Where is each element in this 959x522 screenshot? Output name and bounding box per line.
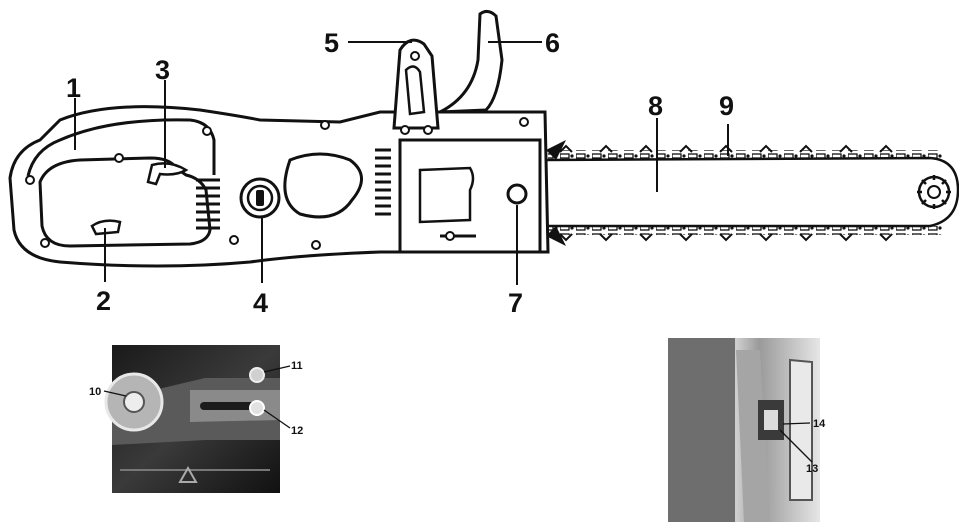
callout-11: 11 <box>291 360 303 372</box>
callout-13: 13 <box>806 463 818 475</box>
leader-lines <box>74 41 729 285</box>
callout-4: 4 <box>253 288 268 318</box>
callouts: 1 2 3 4 5 6 7 8 9 <box>66 28 734 318</box>
callout-6: 6 <box>545 28 560 58</box>
callout-7: 7 <box>508 288 523 318</box>
guide-bar <box>543 140 959 246</box>
nose-sprocket-icon <box>917 175 951 209</box>
callout-1: 1 <box>66 73 81 103</box>
callout-2: 2 <box>96 286 111 316</box>
callout-14: 14 <box>813 418 826 430</box>
callout-9: 9 <box>719 91 734 121</box>
callout-10: 10 <box>89 386 101 398</box>
motor-housing <box>8 105 550 268</box>
inset-photo-sprocket <box>103 345 291 493</box>
front-handle <box>439 9 504 114</box>
inset-photo-tensioner <box>668 338 820 522</box>
callout-5: 5 <box>324 28 339 58</box>
oil-tank-cap-icon <box>239 177 281 219</box>
callout-8: 8 <box>648 91 663 121</box>
callout-12: 12 <box>291 425 303 437</box>
callout-3: 3 <box>155 55 170 85</box>
front-hand-guard <box>392 38 440 135</box>
